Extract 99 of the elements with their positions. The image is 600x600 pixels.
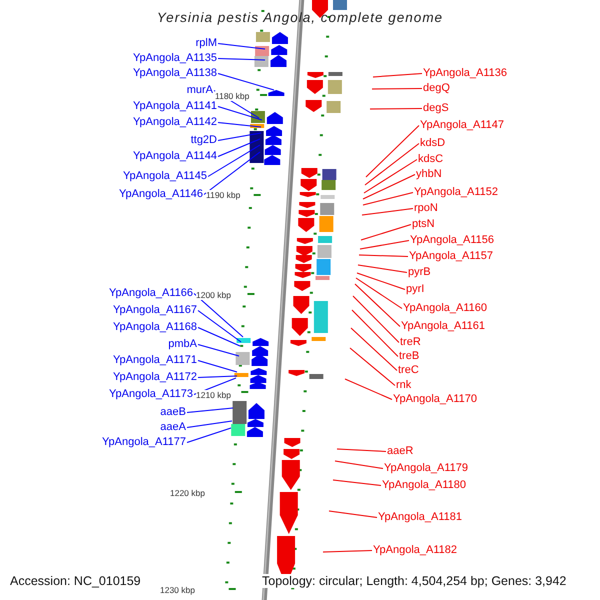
gene-label: treB xyxy=(399,350,420,363)
leader-line xyxy=(334,460,384,469)
leader-line xyxy=(362,208,414,216)
leader-line xyxy=(218,106,262,120)
leader-line xyxy=(218,43,266,50)
gene-label: YpAngola_A1167 xyxy=(113,304,197,317)
gene-label: degQ xyxy=(423,82,450,95)
gene-label: rpoN xyxy=(414,202,438,215)
gene-label: YpAngola_A1170 xyxy=(393,393,477,406)
leader-line xyxy=(360,240,410,250)
leader-line xyxy=(344,378,392,400)
leader-line xyxy=(364,159,418,194)
leader-line xyxy=(198,327,240,346)
leader-line xyxy=(218,58,266,60)
leader-line xyxy=(198,376,238,378)
gene-label: YpAngola_A1166 xyxy=(109,287,193,300)
leader-line xyxy=(352,310,398,357)
leader-line xyxy=(208,144,260,177)
genome-info-text: Accession: NC_010159 xyxy=(10,574,141,588)
gene-label: YpAngola_A1171 xyxy=(113,354,197,367)
gene-label: pmbA xyxy=(168,338,197,351)
gene-label: YpAngola_A1147 xyxy=(420,119,504,132)
leader-line xyxy=(186,428,232,443)
leader-line xyxy=(332,480,382,486)
gene-label: murA xyxy=(186,84,213,97)
scale-label: 1230 kbp xyxy=(160,585,195,595)
gene-label: YpAngola_A1136 xyxy=(423,67,507,80)
gene-label: pyrI xyxy=(406,283,424,296)
gene-label: treC xyxy=(398,364,419,377)
gene-label: YpAngola_A1173 xyxy=(109,388,193,401)
gene-label: YpAngola_A1138 xyxy=(133,67,217,80)
leader-line xyxy=(372,73,422,78)
gene-label: treR xyxy=(400,336,421,349)
gene-label: ptsN xyxy=(412,218,435,231)
gene-label: YpAngola_A1146 xyxy=(119,188,203,201)
leader-line xyxy=(198,360,238,372)
scale-label: 1220 kbp xyxy=(170,488,205,498)
scale-label: 1180 kbp xyxy=(215,91,250,101)
leader-line xyxy=(362,174,416,200)
leader-line xyxy=(372,88,422,90)
leader-line xyxy=(322,550,372,552)
leader-line xyxy=(204,152,260,195)
leader-line xyxy=(356,272,406,290)
leader-line xyxy=(356,278,402,309)
leader-line xyxy=(186,408,234,413)
scale-label: 1190 kbp xyxy=(206,190,240,200)
gene-label: YpAngola_A1160 xyxy=(403,302,487,315)
gene-label: YpAngola_A1135 xyxy=(133,52,217,65)
gene-label: aaeR xyxy=(387,445,414,458)
gene-label: YpAngola_A1152 xyxy=(414,186,498,199)
leader-line xyxy=(218,122,262,128)
leader-line xyxy=(370,108,422,110)
leader-line xyxy=(186,420,232,428)
leader-line xyxy=(198,344,240,356)
leader-line xyxy=(328,510,378,518)
gene-label: kdsD xyxy=(420,137,446,150)
leader-line xyxy=(362,192,414,206)
gene-label: YpAngola_A1161 xyxy=(401,320,485,333)
gene-label: YpAngola_A1145 xyxy=(123,170,207,183)
leader-line xyxy=(352,296,400,343)
leader-line xyxy=(198,310,242,342)
gene-label: rplM xyxy=(196,37,217,50)
gene-label: ttg2D xyxy=(190,134,217,147)
leader-line xyxy=(350,328,398,371)
gene-label: yhbN xyxy=(416,168,442,181)
leader-line xyxy=(366,125,420,178)
leader-line xyxy=(194,293,244,338)
gene-label: YpAngola_A1144 xyxy=(133,150,217,163)
scale-label: 1210 kbp xyxy=(196,390,231,400)
leader-line xyxy=(364,143,420,186)
leader-line xyxy=(350,348,396,386)
gene-label: degS xyxy=(423,102,449,115)
gene-label: YpAngola_A1157 xyxy=(409,250,493,263)
title: Yersinia pestis Angola, complete genome xyxy=(156,10,444,25)
gene-label: YpAngola_A1177 xyxy=(102,436,186,449)
leader-line xyxy=(218,132,262,141)
leader-line xyxy=(358,264,408,273)
gene-label: aaeA xyxy=(160,421,186,434)
gene-label: YpAngola_A1179 xyxy=(384,462,468,475)
gene-label: YpAngola_A1172 xyxy=(113,371,197,384)
leader-line xyxy=(218,73,274,90)
gene-label: YpAngola_A1142 xyxy=(133,116,217,129)
leader-line xyxy=(360,224,412,240)
gene-label: pyrB xyxy=(408,266,431,279)
gene-label: YpAngola_A1181 xyxy=(378,511,462,524)
gene-label: YpAngola_A1180 xyxy=(382,479,466,492)
leader-line xyxy=(354,284,400,327)
gene-label: YpAngola_A1156 xyxy=(410,234,494,247)
leader-line xyxy=(336,448,386,452)
gene-label: YpAngola_A1168 xyxy=(113,321,197,334)
gene-label: YpAngola_A1141 xyxy=(133,100,217,113)
gene-label: aaeB xyxy=(160,406,186,419)
leader-line xyxy=(358,254,408,257)
genome-info-text: Topology: circular; Length: 4,504,254 bp; Genes: 3,942 xyxy=(262,574,566,588)
gene-label: kdsC xyxy=(418,153,444,166)
gene-label: YpAngola_A1182 xyxy=(373,544,457,557)
leader-line xyxy=(218,138,260,157)
gene-label: rnk xyxy=(396,379,412,392)
scale-label: 1200 kbp xyxy=(196,290,231,300)
